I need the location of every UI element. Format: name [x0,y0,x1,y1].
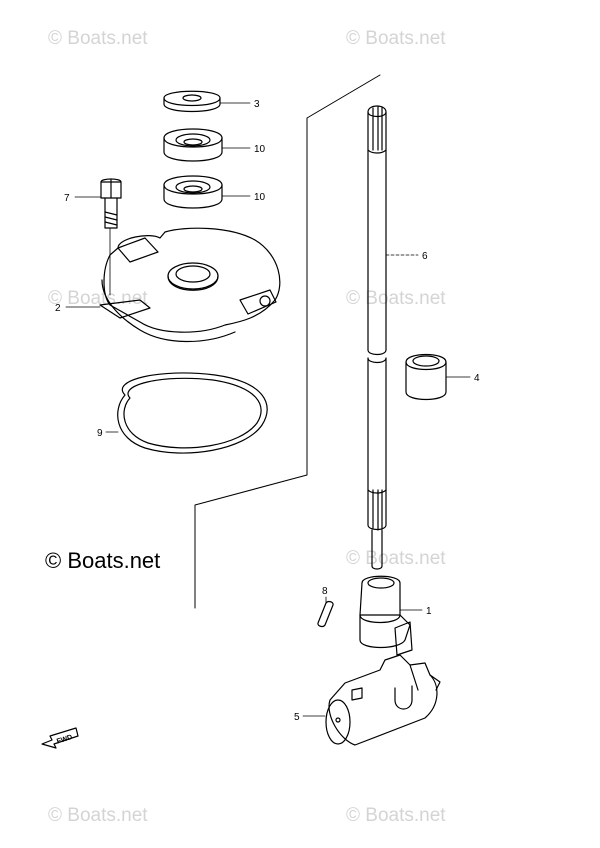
part-6-shaft [367,105,387,570]
callout-7: 7 [64,193,70,204]
callout-1: 1 [426,606,432,617]
part-3-washer [163,90,221,113]
part-1-joint [359,575,413,656]
copyright-notice: © Boats.net [45,548,161,573]
fwd-arrow-icon [41,727,79,749]
callout-2: 2 [55,303,61,314]
part-5-cam [325,654,441,746]
part-9-o-ring [117,372,268,454]
callout-3: 3 [254,99,260,110]
watermark-mid-right: © Boats.net [346,288,446,309]
callout-5: 5 [294,712,300,723]
callout-8: 8 [322,586,328,597]
watermark-bottom-left: © Boats.net [48,805,148,826]
part-7-bolt [100,178,122,229]
part-4-bushing [405,353,447,401]
part-10-oil-seal-upper [163,128,223,162]
part-8-pin [317,600,334,628]
watermark-bottom-right: © Boats.net [346,805,446,826]
fwd-label: FWD [56,734,73,746]
callout-9: 9 [97,428,103,439]
callout-10-upper: 10 [254,144,266,155]
part-10-oil-seal-lower [163,175,223,209]
watermark-lower-right: © Boats.net [346,548,446,569]
callout-10-lower: 10 [254,192,266,203]
callout-6: 6 [422,251,428,262]
watermark-top-right: © Boats.net [346,28,446,49]
part-2-housing [99,227,281,343]
watermark-mid-left: © Boats.net [48,288,148,309]
assembly-bracket-line [194,74,381,609]
watermark-top-left: © Boats.net [48,28,148,49]
callout-4: 4 [474,373,480,384]
